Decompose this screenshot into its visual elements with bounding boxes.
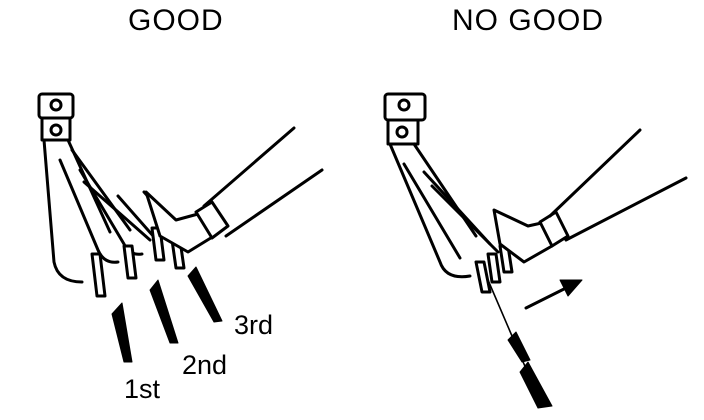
ng-arrow-lower [519,361,553,409]
good-tool-handle-top [202,126,296,208]
good-bracket-hole [49,98,63,112]
no-good-illustration [383,92,688,409]
ng-bracket-plate [383,92,427,122]
good-bracket-neck [40,116,72,142]
ng-push-arrow-shaft [524,286,568,310]
arrow-first [111,302,133,363]
good-clip-2 [82,180,152,242]
good-title: GOOD [128,4,224,37]
ng-tool-handle-bottom [564,176,688,242]
good-lever-mid [58,158,120,264]
ng-clip-2 [430,184,500,254]
ng-bracket-hole [397,98,411,112]
ng-tool-handle-top [548,128,642,218]
good-pin-1 [90,252,107,298]
good-illustration [37,92,324,363]
ng-bracket-neck [386,118,420,146]
good-pivot-hole [49,123,63,137]
arrow-second [149,279,179,344]
good-lever-outer [42,138,84,284]
ng-push-arrow-head [559,279,583,297]
ng-arrow-upper [507,331,531,363]
ng-lever-outer [388,142,472,279]
ng-pin-1 [474,260,492,294]
label-third: 3rd [234,310,274,340]
arrow-third [187,266,223,323]
label-second: 2nd [182,350,228,380]
good-lever-rib [70,148,132,232]
good-pin-2 [122,244,138,280]
ng-lever-mid [402,162,462,260]
label-first: 1st [124,374,161,404]
ng-pin-2 [486,252,502,284]
good-bracket-plate [37,92,75,120]
ng-pivot-hole [395,125,409,139]
good-tool-handle-bottom [224,168,324,238]
no-good-title: NO GOOD [452,4,605,37]
